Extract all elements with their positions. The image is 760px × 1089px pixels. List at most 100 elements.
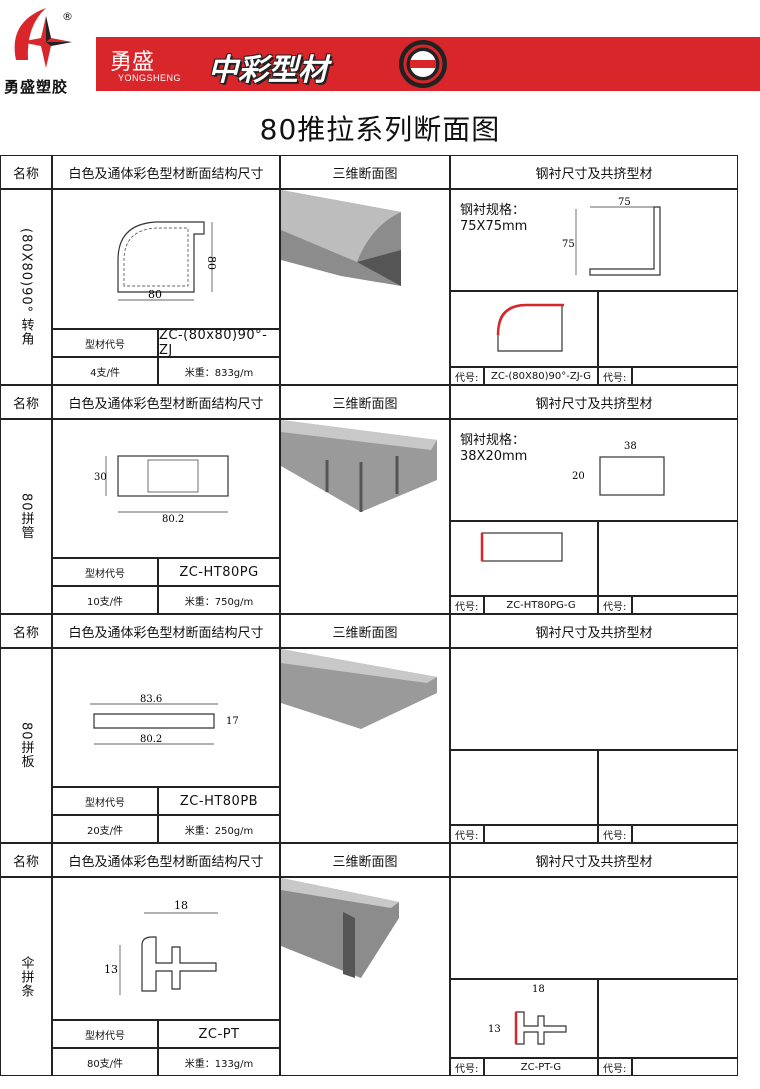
section-drawing [52,877,280,1020]
coex-drawing-left [450,979,598,1058]
header-section: 白色及通体彩色型材断面结构尺寸 [52,843,280,877]
profile-code-label: 型材代号 [52,1020,158,1048]
header-section: 白色及通体彩色型材断面结构尺寸 [52,155,280,189]
corner-inner [123,227,189,287]
corner-section-svg: 80 80 [117,221,218,301]
plate-section-svg: 83.680.217 [90,694,239,745]
extrusion-top [281,420,437,450]
pieces-per-pack: 10支/件 [52,586,158,614]
header-3d-view: 三维断面图 [280,155,450,189]
coex-drawing-left [450,750,598,825]
profile-code-label: 型材代号 [52,787,158,815]
steel-spec-panel [450,419,738,521]
header-name: 名称 [0,385,52,419]
dim-steel-w: 75 [618,197,631,208]
header-steel: 钢衬尺寸及共挤型材 [450,385,738,419]
extrusion-top [281,878,399,908]
extrusion-top [281,190,401,262]
extrusion-top [281,649,437,683]
view-3d-panel [280,189,450,385]
extrusion-face [281,649,437,729]
profile-name: 80拼板 [0,648,52,843]
steel-spec-text: 钢衬规格：75X75mm [460,203,550,239]
coex-code-value-right [632,825,738,843]
section-drawing [52,648,280,787]
coex-code-value [484,825,598,843]
coex-outline [515,1011,567,1045]
dim-width: 80 [148,288,162,301]
steel-spec-text: 钢衬规格：38X20mm [460,433,550,469]
dim-height: 80 [205,256,218,270]
view-3d-panel [280,419,450,614]
steel-angle [589,206,661,276]
coex-code-value-right [632,367,738,385]
header-steel: 钢衬尺寸及共挤型材 [450,155,738,189]
pieces-per-pack: 4支/件 [52,357,158,385]
plate-outline [93,713,215,729]
extrusion-3d-svg [281,190,401,286]
quality-seal-icon [398,39,448,89]
steel-spec-size: 38X20mm [460,449,528,464]
coex-code-label: 代号: [450,367,484,385]
coex-outline [497,304,563,352]
corner-outline [117,221,205,293]
dim-width-top: 83.6 [140,694,162,705]
coex-drawing-right [598,521,738,596]
pieces-per-pack: 80支/件 [52,1048,158,1076]
header-name: 名称 [0,843,52,877]
section-drawing [52,189,280,329]
profile-code-value: ZC-HT80PG [158,558,280,586]
coex-code-label-right: 代号: [598,367,632,385]
profile-name: 伞拼条 [0,877,52,1076]
meter-weight: 米重：133g/m [158,1048,280,1076]
coex-code-label-right: 代号: [598,596,632,614]
dim-height: 13 [104,963,118,976]
coex-drawing-right [598,291,738,367]
tube-outline [117,455,229,497]
profile-code-value: ZC-(80x80)90°-ZJ [158,328,280,358]
coex-code-label: 代号: [450,1058,484,1076]
view-3d-panel [280,648,450,843]
banner-brand-cn: 勇盛 [110,50,155,75]
extrusion-ribs [325,456,399,512]
coex-drawing-right [598,750,738,825]
dim-width: 80.2 [162,514,184,525]
brand-name-cn: 勇盛塑胶 [4,78,69,96]
steel-spec-panel [450,189,738,291]
coex-outline [481,532,563,562]
dim-width: 18 [174,899,188,912]
view-3d-panel [280,877,450,1076]
dim-height: 30 [94,472,107,483]
coex-code-value: ZC-HT80PG-G [484,596,598,614]
dim-height: 17 [226,716,239,727]
header-3d-view: 三维断面图 [280,385,450,419]
coex-code-label-right: 代号: [598,1058,632,1076]
dim-width: 18 [532,984,545,995]
page-title: 80推拉系列断面图 [259,113,501,146]
header-steel: 钢衬尺寸及共挤型材 [450,843,738,877]
coex-code-value-right [632,1058,738,1076]
coex-tube-svg [480,532,563,562]
profile-name: (80X80)90° 转角 [0,189,52,385]
header-section: 白色及通体彩色型材断面结构尺寸 [52,614,280,648]
extrusion-side [343,912,355,978]
section-drawing [52,419,280,558]
steel-spec-title: 钢衬规格： [460,433,526,448]
profile-code-label: 型材代号 [52,558,158,586]
header-steel: 钢衬尺寸及共挤型材 [450,614,738,648]
profile-name: 80拼管 [0,419,52,614]
meter-weight: 米重：833g/m [158,357,280,385]
profile-code-value: ZC-PT [158,1020,280,1048]
header-name: 名称 [0,614,52,648]
coex-code-value: ZC-(80X80)90°-ZJ-G [484,367,598,385]
profile-code-value: ZC-HT80PB [158,787,280,815]
coex-code-label: 代号: [450,825,484,843]
pieces-per-pack: 20支/件 [52,815,158,843]
profile-code-label: 型材代号 [52,329,158,357]
steel-spec-panel [450,648,738,750]
coex-code-value-right [632,596,738,614]
coex-red-layer [496,303,564,336]
